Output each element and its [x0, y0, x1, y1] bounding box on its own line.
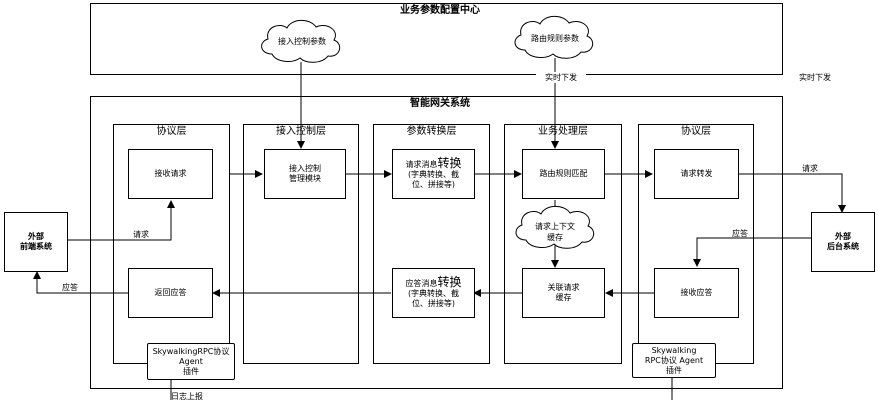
cloud-access-control-params: 接入控制参数: [278, 37, 326, 46]
external-front-system: 外部前端系统: [4, 212, 68, 272]
edge-label-request-in: 请求: [133, 230, 149, 239]
cloud-cache-line2: 缓存: [547, 233, 563, 242]
response-message-convert-node: 应答消息转换(字典转换、截位、拼接等): [392, 268, 475, 318]
receive-response-node: 接收应答: [654, 268, 739, 318]
external-back-system: 外部后台系统: [811, 212, 875, 272]
route-rule-match-node: 路由规则匹配: [522, 149, 605, 199]
lane-title: 协议层: [681, 126, 711, 137]
receive-request-node: 接收请求: [128, 149, 213, 199]
edge-label-response-in: 应答: [732, 229, 748, 238]
associate-request-cache-node: 关联请求缓存: [522, 268, 605, 318]
request-message-convert-node: 请求消息转换(字典转换、截位、拼接等): [392, 149, 475, 199]
edge-label-response-out: 应答: [62, 283, 78, 292]
lane-title: 参数转换层: [406, 126, 457, 137]
realtime-dispatch-label: 实时下发: [536, 72, 586, 83]
access-control-module-node: 接入控制管理模块: [264, 149, 346, 199]
cloud-cache-line1: 请求上下文: [535, 222, 575, 231]
request-forward-node: 请求转发: [654, 149, 739, 199]
lane-title: 协议层: [156, 126, 187, 137]
edge-label-log-report: 日志上报: [171, 392, 203, 401]
config-center-title: 业务参数配置中心: [400, 5, 480, 16]
return-response-node: 返回应答: [128, 268, 213, 318]
cloud-cache-shape: [515, 205, 595, 249]
config-center-box: [90, 3, 783, 75]
cloud-routing-rule-params: 路由规则参数: [531, 34, 579, 43]
realtime-dispatch-label-right: 实时下发: [799, 73, 831, 82]
lane-title: 业务处理层: [538, 126, 588, 137]
gateway-title: 智能网关系统: [410, 98, 470, 109]
cloud-access-shape: [261, 19, 341, 63]
edge-label-request-out: 请求: [802, 164, 818, 173]
cloud-route-shape: [514, 15, 594, 59]
